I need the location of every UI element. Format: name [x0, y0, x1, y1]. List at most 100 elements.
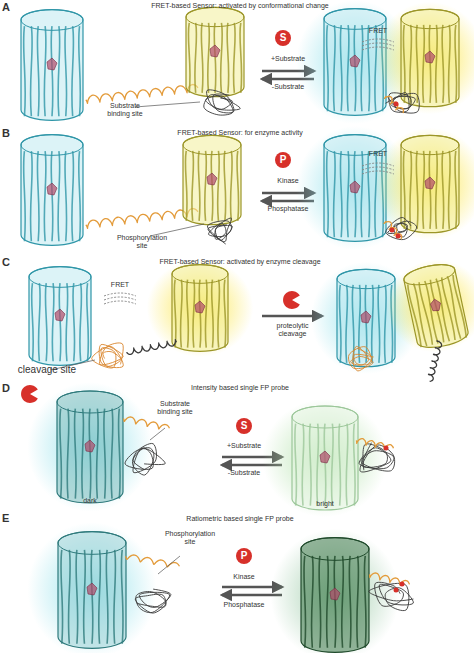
beta-strand: [354, 151, 356, 237]
beta-strand: [212, 280, 214, 348]
beta-strand: [30, 26, 32, 116]
beta-strand: [372, 285, 374, 363]
cleaved-fragment: [348, 346, 373, 371]
panel-title: FRET-based Sensor: activated by conforma…: [90, 2, 390, 10]
beta-strand: [51, 151, 53, 241]
beta-strand: [423, 25, 425, 103]
condition-label: -Substrate: [263, 83, 313, 91]
chromophore: [87, 583, 97, 595]
beta-strand: [359, 285, 361, 363]
beta-strand: [339, 424, 341, 506]
beta-strand: [429, 151, 431, 229]
barrel-body: [21, 10, 83, 121]
beta-strand: [347, 25, 349, 111]
panel-letter: D: [2, 382, 16, 395]
phosphate-symbol: P: [275, 152, 291, 168]
beta-strand: [334, 556, 336, 648]
beta-strand: [361, 25, 363, 111]
beta-strand: [201, 23, 203, 93]
beta-strand: [32, 283, 34, 361]
cyan-fp-barrel: [29, 267, 91, 366]
symbol-letter: S: [241, 421, 248, 431]
fret-wave: [362, 167, 394, 170]
beta-strand: [205, 280, 207, 348]
beta-strand: [185, 151, 187, 221]
beta-strand: [237, 151, 239, 221]
fret-wave: [362, 43, 394, 46]
fluorescence-glow: [378, 251, 474, 362]
substrate-symbol: S: [275, 30, 291, 46]
barrel-body: [301, 538, 369, 653]
linker-helix: [127, 340, 177, 355]
beta-strand: [349, 556, 351, 648]
beta-strand: [208, 23, 210, 93]
beta-strand: [442, 151, 444, 229]
state-label: bright: [305, 500, 345, 508]
beta-strand: [357, 556, 359, 648]
beta-strand: [384, 285, 386, 363]
linker-helix: [123, 417, 169, 429]
barrel-body: [183, 135, 241, 224]
chromophore: [320, 451, 330, 463]
protein-domain: [125, 443, 165, 475]
beta-strand: [80, 283, 82, 361]
beta-strand: [378, 285, 380, 363]
site-label: Phosphorylation site: [112, 234, 172, 250]
beta-strand: [58, 26, 60, 116]
beta-strand: [224, 280, 226, 348]
symbol-letter: S: [280, 33, 287, 43]
fret-label: FRET: [363, 27, 393, 35]
fluorescence-glow: [375, 2, 474, 114]
panel-title: Ratiometric based single FP probe: [90, 515, 390, 523]
fret-wave: [104, 301, 136, 304]
modification-dot: [400, 582, 405, 587]
beta-strand: [340, 25, 342, 111]
leader-line: [150, 428, 165, 440]
beta-strand: [192, 151, 194, 221]
modification-dot: [396, 234, 401, 239]
beta-strand: [91, 550, 93, 644]
beta-strand: [333, 151, 335, 237]
beta-strand: [218, 280, 220, 348]
chromophore: [350, 55, 360, 67]
beta-strand: [331, 424, 333, 506]
chromophore: [361, 311, 371, 323]
condition-label: +Substrate: [263, 55, 313, 63]
modification-dot: [394, 102, 399, 107]
cyan-fp-barrel: [21, 10, 83, 121]
beta-strand: [339, 285, 341, 363]
enzyme-label: Kinase: [263, 177, 313, 185]
barrel-body: [21, 135, 83, 246]
modification-dot: [384, 446, 389, 451]
site-label: cleavage site: [2, 364, 92, 376]
beta-strand: [354, 25, 356, 111]
site-label: Substrate binding site: [100, 102, 150, 118]
beta-strand: [302, 424, 304, 506]
beta-strand: [174, 280, 176, 348]
beta-strand: [37, 26, 39, 116]
barrel-body: [402, 261, 470, 351]
beta-strand: [66, 283, 68, 361]
beta-strand: [436, 25, 438, 103]
beta-strand: [187, 280, 189, 348]
beta-strand: [38, 283, 40, 361]
enzyme-label: Phosphatase: [214, 601, 274, 609]
fluorescence-glow: [375, 128, 474, 240]
beta-strand: [52, 283, 54, 361]
barrel-body: [292, 406, 358, 510]
beta-strand: [104, 409, 106, 499]
cleavable-domain: [92, 343, 124, 368]
beta-strand: [121, 550, 123, 644]
beta-strand: [68, 550, 70, 644]
chromophore: [210, 45, 220, 57]
beta-strand: [436, 151, 438, 229]
beta-strand: [106, 550, 108, 644]
chromophore: [425, 177, 435, 189]
fret-label: FRET: [105, 281, 135, 289]
beta-strand: [198, 151, 200, 221]
beta-strand: [211, 151, 213, 221]
beta-strand: [79, 26, 81, 116]
chromophore: [47, 183, 57, 195]
linker-helix: [86, 85, 198, 104]
beta-strand: [205, 151, 207, 221]
